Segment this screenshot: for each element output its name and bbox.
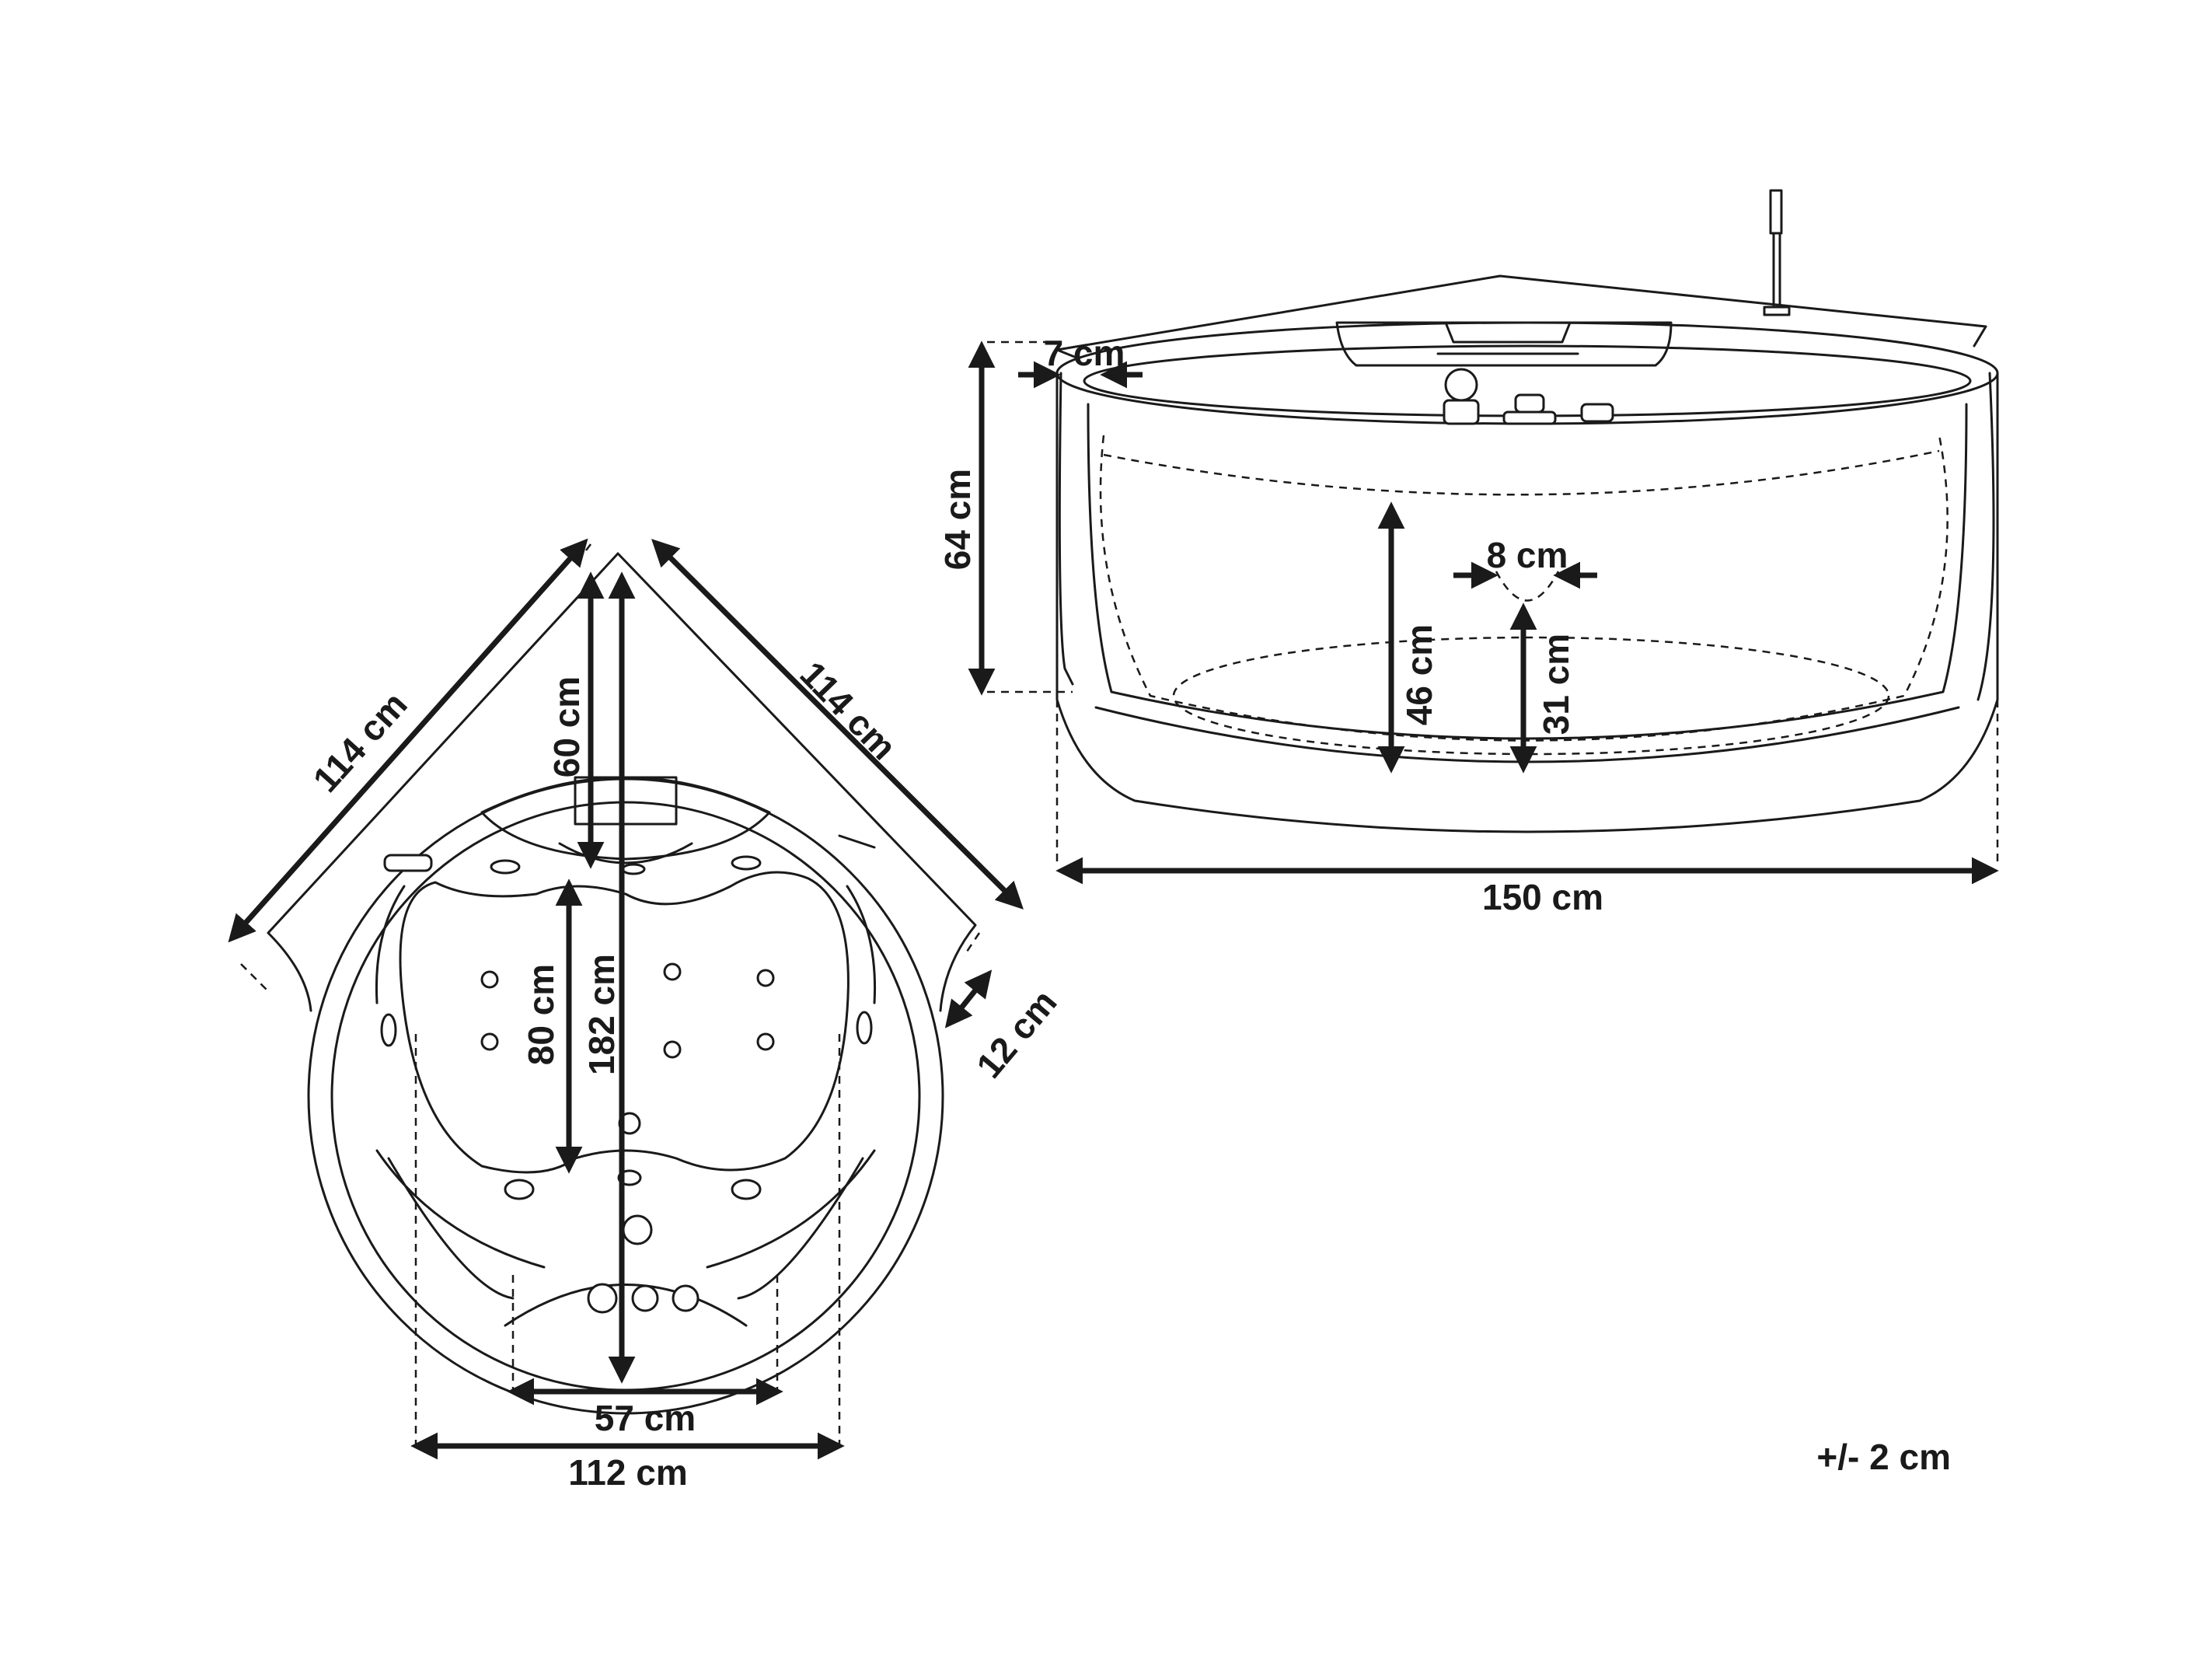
jet-icon — [490, 859, 521, 875]
drain-icon — [622, 1214, 653, 1245]
plinth-line — [1094, 706, 1960, 763]
control-panel-icon — [383, 854, 433, 872]
jet-icon — [756, 969, 775, 987]
jet-icon — [856, 1011, 873, 1045]
jet-icon — [480, 970, 499, 989]
jet-icon — [380, 1013, 397, 1047]
controls — [1443, 368, 1614, 425]
control-knob-icon — [1514, 393, 1545, 414]
guide-lines — [987, 341, 1999, 863]
overflow-hidden — [1495, 571, 1560, 602]
label-overflow: 8 cm — [1487, 535, 1568, 575]
tolerance-note: +/- 2 cm — [1816, 1437, 1951, 1477]
dim-side-left — [228, 538, 588, 943]
tub-body-outline — [1055, 372, 1999, 833]
control-knob-icon — [631, 1284, 659, 1312]
label-side-left: 114 cm — [305, 684, 414, 800]
deck-outline — [1055, 274, 1987, 359]
tub-outer-rim — [307, 777, 944, 1415]
right-edge — [1976, 372, 1995, 701]
jet-icon — [504, 1179, 535, 1200]
left-edge — [1058, 372, 1074, 686]
headrest-detail — [1436, 321, 1579, 355]
control-knob-icon — [587, 1283, 618, 1314]
control-knob-icon — [1502, 410, 1557, 425]
seat-inner-curves — [387, 1157, 864, 1300]
jet-icon — [731, 1179, 762, 1200]
label-rim-width: 7 cm — [1044, 333, 1125, 373]
interior-hidden-top — [1103, 449, 1940, 496]
label-total-length: 182 cm — [581, 954, 622, 1075]
jets — [380, 834, 876, 1314]
label-outer-width: 112 cm — [568, 1452, 687, 1493]
headrest-outline — [1335, 321, 1673, 367]
control-knob-icon — [1443, 399, 1480, 425]
headrest-outline — [480, 776, 771, 861]
faucet-icon — [838, 834, 876, 849]
jet-icon — [663, 962, 682, 981]
control-knob-icon — [672, 1284, 700, 1312]
label-seat-length: 80 cm — [521, 964, 561, 1065]
footwell-curve — [504, 1284, 748, 1327]
jet-icon — [663, 1040, 682, 1059]
jet-icon — [731, 855, 762, 871]
control-knob-icon — [1580, 403, 1614, 423]
label-water-depth: 46 cm — [1399, 624, 1439, 725]
label-inner-width: 57 cm — [595, 1398, 696, 1438]
label-side-right: 114 cm — [792, 654, 904, 768]
seat-curves — [375, 1149, 876, 1269]
label-width: 150 cm — [1482, 877, 1603, 917]
faucet-icon — [1763, 189, 1791, 316]
armrest-lines — [375, 885, 877, 1004]
label-headrest-depth: 60 cm — [546, 676, 587, 777]
jet-icon — [480, 1032, 499, 1051]
guide-lines — [240, 543, 981, 1446]
label-height: 64 cm — [937, 469, 978, 570]
jet-icon — [756, 1032, 775, 1051]
dim-rim — [944, 969, 993, 1029]
control-knob-icon — [1444, 368, 1478, 402]
top-view: 114 cm 114 cm 60 cm 80 cm 182 cm 12 cm 5… — [228, 538, 1065, 1493]
jet-icon — [621, 863, 646, 875]
label-overflow-height: 31 cm — [1536, 634, 1576, 735]
interior-hidden-bottom — [1172, 636, 1890, 756]
dim-side-right — [651, 539, 1024, 910]
side-view: 64 cm 7 cm 8 cm 46 cm 31 cm 150 cm — [937, 189, 1999, 917]
label-rim: 12 cm — [968, 982, 1065, 1085]
